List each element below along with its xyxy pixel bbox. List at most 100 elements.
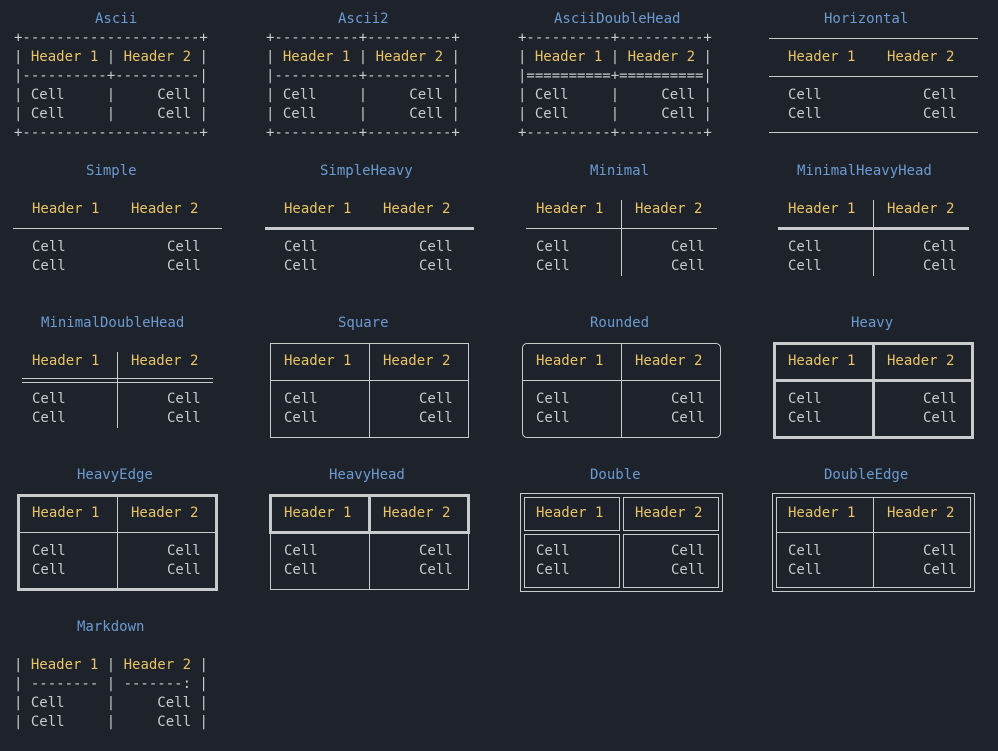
table-header-cell: Header 2	[635, 201, 703, 217]
border-line	[769, 38, 978, 39]
table-cell: Cell	[923, 106, 957, 122]
table-cell: Cell	[671, 410, 705, 426]
cell-border	[623, 497, 719, 531]
table-title: Horizontal	[824, 11, 909, 27]
table-cell: Cell	[534, 106, 569, 122]
ascii-separator: |----------+----------|	[14, 68, 208, 84]
table-title: Minimal	[590, 163, 650, 179]
table-header-cell: Header 2	[635, 505, 703, 521]
table-cell: Cell	[419, 543, 453, 559]
table-cell: Cell	[167, 543, 201, 559]
table-border	[772, 493, 975, 592]
table-header-cell: Header 1	[32, 505, 100, 521]
table-header-cell: Header 1	[284, 201, 352, 217]
table-header-cell: Header 2	[887, 201, 955, 217]
table-title: HeavyHead	[329, 467, 405, 483]
table-cell: Cell	[661, 87, 696, 103]
table-cell: Cell	[32, 258, 66, 274]
table-header-cell: Header 2	[383, 201, 451, 217]
table-header-cell: Header 2	[131, 505, 199, 521]
table-header-cell: Header 2	[131, 201, 199, 217]
table-cell: Cell	[32, 562, 66, 578]
table-cell: Cell	[536, 239, 570, 255]
table-header-cell: Header 1	[788, 505, 856, 521]
ascii-border-bottom: +---------------------+	[14, 125, 208, 141]
cell-border	[524, 497, 620, 531]
table-cell: Cell	[671, 239, 705, 255]
table-cell: Cell	[284, 562, 318, 578]
table-row: | Cell | Cell |	[14, 87, 208, 103]
table-title: HeavyEdge	[77, 467, 153, 483]
table-title: Ascii	[95, 11, 138, 27]
table-header-cell: Header 1	[536, 505, 604, 521]
table-row: | Cell | Cell |	[266, 87, 460, 103]
table-header-cell: Header 1	[788, 49, 856, 65]
table-cell: Cell	[536, 391, 570, 407]
table-cell: Cell	[167, 410, 201, 426]
ascii-header-row: | Header 1 | Header 2 |	[14, 49, 208, 65]
table-header-cell: Header 1	[284, 353, 352, 369]
table-cell: Cell	[923, 543, 957, 559]
cell-border	[623, 534, 719, 588]
border-line	[265, 227, 474, 230]
table-cell: Cell	[282, 87, 317, 103]
table-header-cell: Header 2	[375, 49, 444, 65]
table-header-cell: Header 2	[383, 353, 451, 369]
table-cell: Cell	[671, 258, 705, 274]
table-cell: Cell	[923, 258, 957, 274]
table-title: Heavy	[851, 315, 894, 331]
border-line	[117, 352, 118, 428]
table-cell: Cell	[157, 714, 192, 730]
table-cell: Cell	[167, 562, 201, 578]
table-cell: Cell	[419, 258, 453, 274]
border-line	[873, 497, 874, 588]
table-row: | Cell | Cell |	[518, 87, 712, 103]
table-header-cell: Header 2	[887, 353, 955, 369]
table-cell: Cell	[788, 410, 822, 426]
ascii-border-top: +---------------------+	[14, 30, 208, 46]
ascii-border-bottom: +----------+----------+	[518, 125, 712, 141]
table-cell: Cell	[167, 258, 201, 274]
markdown-header-row: | Header 1 | Header 2 |	[14, 657, 208, 673]
table-cell: Cell	[409, 87, 444, 103]
table-row: | Cell | Cell |	[518, 106, 712, 122]
table-title: Square	[338, 315, 389, 331]
table-cell: Cell	[923, 239, 957, 255]
table-cell: Cell	[32, 239, 66, 255]
ascii-border-top: +----------+----------+	[518, 30, 712, 46]
table-cell: Cell	[534, 87, 569, 103]
table-header-cell: Header 1	[282, 49, 351, 65]
table-header-cell: Header 1	[536, 201, 604, 217]
table-cell: Cell	[923, 410, 957, 426]
table-cell: Cell	[923, 562, 957, 578]
ascii-header-row: | Header 1 | Header 2 |	[518, 49, 712, 65]
table-cell: Cell	[284, 391, 318, 407]
border-line	[621, 343, 622, 438]
table-cell: Cell	[671, 391, 705, 407]
table-cell: Cell	[30, 695, 65, 711]
border-line	[769, 132, 978, 133]
table-cell: Cell	[536, 410, 570, 426]
table-title: DoubleEdge	[824, 467, 909, 483]
table-cell: Cell	[788, 239, 822, 255]
table-cell: Cell	[157, 87, 192, 103]
table-cell: Cell	[788, 87, 822, 103]
table-row: | Cell | Cell |	[14, 695, 208, 711]
table-title: Rounded	[590, 315, 650, 331]
table-cell: Cell	[30, 87, 65, 103]
table-row: | Cell | Cell |	[14, 714, 208, 730]
table-cell: Cell	[167, 239, 201, 255]
border-line	[621, 200, 622, 276]
table-cell: Cell	[157, 106, 192, 122]
table-cell: Cell	[419, 410, 453, 426]
table-title: Ascii2	[338, 11, 389, 27]
table-cell: Cell	[167, 391, 201, 407]
table-header-cell: Header 2	[123, 657, 192, 673]
table-header-cell: Header 2	[887, 505, 955, 521]
table-cell: Cell	[923, 87, 957, 103]
border-line	[368, 494, 371, 534]
table-header-cell: Header 1	[30, 657, 99, 673]
table-cell: Cell	[282, 106, 317, 122]
cell-border	[524, 534, 620, 588]
table-header-cell: Header 1	[788, 353, 856, 369]
